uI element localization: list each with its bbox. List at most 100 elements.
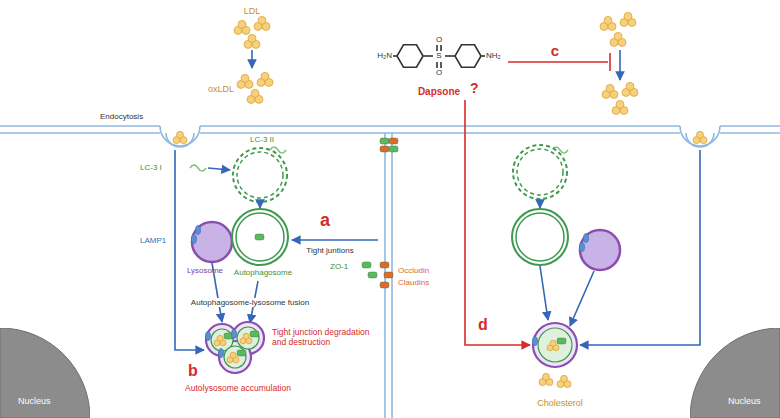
lysosome (580, 230, 620, 270)
oxidation-arrow (619, 50, 621, 80)
effect-note: Autolysosome accumulation (185, 384, 291, 394)
autolysosome-inner (224, 346, 246, 368)
benzene-ring (397, 45, 423, 68)
ldl-particle (539, 373, 553, 385)
endocytosis-arrow (175, 150, 204, 350)
process-label: Autophagosome-lysosome fusion (189, 298, 311, 307)
product-label: Cholesterol (537, 398, 583, 408)
bond (440, 62, 442, 68)
protein-label: Claudins (398, 278, 429, 287)
junction-protein (380, 146, 389, 152)
organelle-label: Lysosome (187, 266, 223, 275)
bond (393, 55, 397, 57)
callout-letter: c (551, 42, 559, 59)
organelle-label: Autophagosome (234, 268, 292, 277)
autolysosome-inner (538, 328, 572, 362)
junction-protein (237, 350, 246, 356)
phagophore (233, 148, 287, 202)
lamp1-protein (533, 337, 538, 346)
endocytic-pit (160, 126, 200, 146)
structure-label: Tight juntions (306, 246, 353, 255)
ldl-particle (234, 20, 250, 34)
nucleus: Nucleus (0, 328, 90, 418)
maturation-arrow (259, 203, 261, 208)
endocytosis-arrow (580, 150, 700, 345)
callout-letter: d (478, 316, 488, 334)
plasma-membrane (0, 125, 780, 127)
bond (481, 55, 485, 57)
lysosome (192, 222, 232, 262)
ldl-particle (622, 82, 638, 96)
ldl-particle (693, 131, 707, 143)
junction-protein (380, 262, 389, 268)
oxidation-arrow (251, 50, 253, 68)
lamp1-protein (219, 349, 224, 358)
lamp1-protein (580, 243, 585, 252)
ldl-particle (610, 32, 626, 46)
particle-label: oxLDL (208, 84, 234, 94)
bond (423, 55, 433, 57)
nucleus: Nucleus (690, 328, 780, 418)
protein-label: ZO-1 (330, 262, 348, 271)
inhibition-bar (609, 53, 611, 71)
bond (436, 62, 438, 68)
endocytic-pit (680, 126, 720, 146)
bond (445, 55, 455, 57)
fusion-arrow (570, 271, 594, 326)
ldl-particle (173, 131, 187, 143)
question-mark: ? (470, 80, 479, 96)
autolysosome-inner (237, 327, 259, 349)
junction-protein (255, 234, 264, 240)
callout-letter: b (188, 362, 198, 380)
nucleus-label: Nucleus (728, 396, 761, 406)
atom-label: S (436, 51, 441, 60)
inhibition-line (508, 61, 608, 63)
lamp1-protein (196, 226, 201, 235)
drug-name: Dapsone (418, 86, 460, 98)
junction-protein (380, 282, 389, 288)
autolysosome (533, 323, 577, 367)
junction-protein (389, 146, 398, 152)
ldl-particle (257, 72, 273, 86)
lamp1-protein (232, 330, 237, 339)
junction-protein (384, 272, 393, 278)
junction-protein (389, 138, 398, 144)
protein-label: LC-3 I (140, 163, 162, 172)
autophagosome (232, 209, 288, 265)
ldl-particle (237, 74, 253, 88)
effect-note: Tight junction degradation and destructi… (272, 328, 380, 348)
lc3-protein (190, 165, 206, 171)
junction-protein (362, 262, 371, 268)
phagophore (513, 145, 567, 199)
ldl-particle (620, 12, 636, 26)
zo1-arrow (292, 239, 378, 241)
atom-label: H₂N (377, 51, 392, 60)
fusion-arrow (540, 266, 548, 320)
autophagosome (512, 209, 568, 265)
atom-label: O (436, 35, 442, 44)
ldl-particle (557, 375, 571, 387)
junction-protein (557, 338, 566, 344)
ldl-particle (600, 16, 616, 30)
junction-protein (368, 272, 377, 278)
lamp1-protein (192, 235, 197, 244)
junction-protein (380, 138, 389, 144)
ldl-particle (602, 84, 618, 98)
ldl-particle (612, 100, 628, 114)
maturation-arrow (539, 200, 541, 208)
process-label: Endocytosis (100, 112, 143, 121)
nucleus-label: Nucleus (18, 396, 51, 406)
junction-protein (250, 331, 259, 337)
protein-label: LAMP1 (140, 236, 166, 245)
ldl-particle (247, 89, 263, 103)
protein-label: Occludin (398, 266, 429, 275)
protein-label: LC-3 II (250, 135, 274, 144)
lamp1-protein (206, 332, 211, 341)
atom-label: O (436, 68, 442, 77)
bond (440, 45, 442, 51)
lipidation-arrow (208, 168, 230, 170)
lamp1-protein (584, 234, 589, 243)
lc3-protein (270, 147, 286, 153)
